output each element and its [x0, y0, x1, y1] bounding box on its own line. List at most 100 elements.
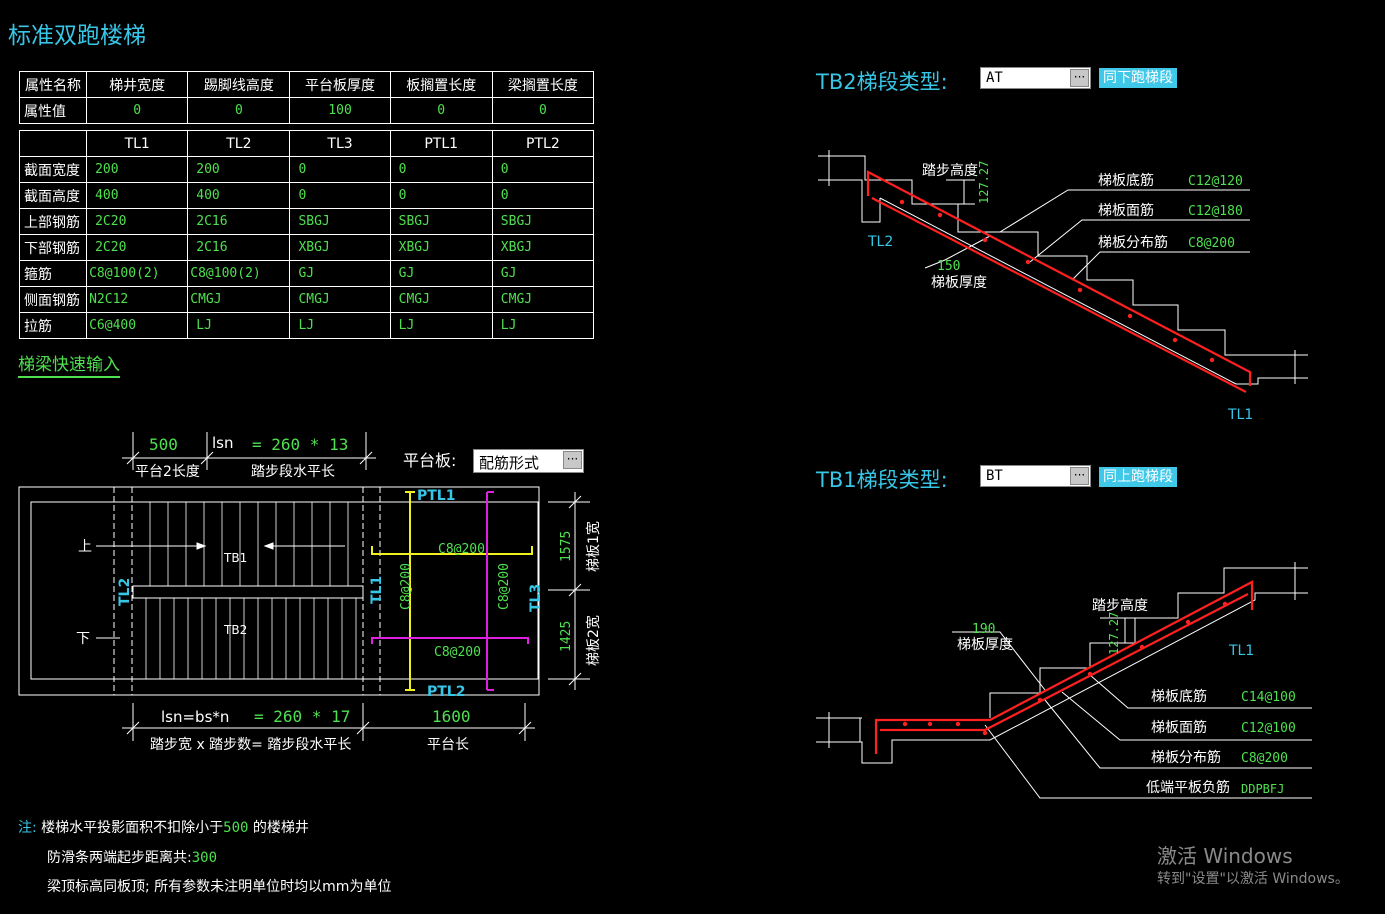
cell[interactable]: XBGJ	[491, 234, 595, 261]
beam-header-ptl2: PTL2	[491, 130, 595, 157]
cell[interactable]: LJ	[389, 312, 493, 339]
cell[interactable]: 2C16	[187, 208, 291, 235]
cell[interactable]: 200	[187, 156, 291, 183]
attr-header-board-rest-length: 板搁置长度	[389, 71, 493, 98]
cell[interactable]: SBGJ	[289, 208, 391, 235]
cell[interactable]: 0	[289, 182, 391, 209]
ellipsis-icon[interactable]: ···	[1070, 467, 1089, 485]
attr-value-beam-rest-length[interactable]: 0	[491, 97, 595, 124]
tb2-tl2-label: TL2	[867, 234, 893, 250]
tb2-type-value: AT	[986, 70, 1003, 86]
cell[interactable]: C8@100(2)	[187, 260, 291, 287]
tb1-top-bar-value: C12@100	[1241, 721, 1296, 736]
cell[interactable]: LJ	[187, 312, 291, 339]
note-line-2: 防滑条两端起步距离共:300	[47, 847, 217, 867]
rebar-v-left: C8@200	[399, 563, 414, 610]
beam-header-tl2: TL2	[187, 130, 291, 157]
table-row: 拉筋 C6@400 LJ LJ LJ LJ	[18, 312, 595, 339]
tb1-type-combo[interactable]: BT ···	[980, 465, 1091, 487]
tb1-label: TB1	[223, 551, 247, 565]
dim-1600: 1600	[432, 707, 471, 726]
note-line-2-value: 300	[191, 850, 218, 866]
cell[interactable]: XBGJ	[289, 234, 391, 261]
platform2-length-label: 平台2长度	[135, 464, 200, 480]
row-label: 拉筋	[18, 312, 88, 339]
tb1-rebar-dots	[902, 601, 1228, 736]
cell[interactable]: LJ	[289, 312, 391, 339]
table-row: 截面宽度 200 200 0 0 0	[18, 156, 595, 183]
cell[interactable]: CMGJ	[389, 286, 493, 313]
tl2-label: TL2	[117, 578, 133, 606]
beam-quick-input-link[interactable]: 梯梁快速输入	[18, 350, 120, 378]
lsn-bottom-label: lsn=bs*n	[161, 708, 229, 726]
tb2-top-bar-value: C12@180	[1188, 204, 1243, 219]
cell[interactable]: 0	[491, 156, 595, 183]
beam-header-tl3: TL3	[289, 130, 391, 157]
tb1-neg-bar-value: DDPBFJ	[1241, 782, 1284, 796]
tb1-type-label: TB1梯段类型:	[816, 468, 948, 492]
tb2-label: TB2	[223, 623, 247, 637]
tb2-rebar	[866, 170, 1252, 393]
ptl2-label: PTL2	[427, 684, 465, 700]
cell[interactable]: 0	[289, 156, 391, 183]
cell[interactable]: GJ	[289, 260, 391, 287]
tb2-bottom-bar-value: C12@120	[1188, 174, 1243, 189]
cell[interactable]: LJ	[491, 312, 595, 339]
row-label: 上部钢筋	[18, 208, 88, 235]
cell[interactable]: XBGJ	[389, 234, 493, 261]
platform-board-combo[interactable]: 配筋形式 ···	[473, 449, 584, 473]
tb2-same-as-lower-button[interactable]: 同下跑梯段	[1099, 68, 1177, 88]
tb2-type-combo[interactable]: AT ···	[980, 67, 1091, 89]
cell[interactable]: 2C20	[86, 234, 189, 261]
attr-value-board-rest-length[interactable]: 0	[389, 97, 493, 124]
ptl1-label: PTL1	[417, 488, 455, 504]
note-line-1-text-c: 的楼梯井	[248, 820, 309, 836]
attr-row-label: 属性值	[18, 97, 88, 124]
table-row: 箍筋 C8@100(2) C8@100(2) GJ GJ GJ	[18, 260, 595, 287]
cell[interactable]: C6@400	[86, 312, 189, 339]
tb2-bottom-bar-label: 梯板底筋	[1098, 172, 1154, 189]
attribute-table: 属性名称 梯井宽度 踢脚线高度 平台板厚度 板搁置长度 梁搁置长度 属性值 0 …	[18, 71, 595, 124]
tl1-label: TL1	[369, 576, 385, 604]
attr-value-skirting-height[interactable]: 0	[187, 97, 291, 124]
platform-length-label: 平台长	[427, 737, 469, 753]
cell[interactable]: GJ	[389, 260, 493, 287]
cell[interactable]: 400	[86, 182, 189, 209]
note-line-3: 梁顶标高同板顶; 所有参数未注明单位时均以mm为单位	[47, 879, 392, 895]
cell[interactable]: 0	[389, 156, 493, 183]
attr-header-well-width: 梯井宽度	[86, 71, 189, 98]
ellipsis-icon[interactable]: ···	[563, 451, 582, 469]
lsn-bottom-expr: = 260 * 17	[254, 707, 350, 726]
attr-header-beam-rest-length: 梁搁置长度	[491, 71, 595, 98]
cell[interactable]: N2C12	[86, 286, 189, 313]
attr-header-skirting-height: 踢脚线高度	[187, 71, 291, 98]
tb2-top-bar-label: 梯板面筋	[1098, 202, 1154, 219]
tb1-step-height-label: 踏步高度	[1092, 597, 1148, 614]
platform-board-value: 配筋形式	[479, 454, 540, 472]
note-line-1-text-a: 楼梯水平投影面积不扣除小于	[41, 820, 224, 836]
note-line-2-text: 防滑条两端起步距离共:	[47, 850, 192, 866]
tb2-section	[818, 150, 1308, 385]
tb1-same-as-upper-button[interactable]: 同上跑梯段	[1099, 467, 1177, 487]
beam-table: TL1 TL2 TL3 PTL1 PTL2 截面宽度 200 200 0 0 0…	[18, 130, 595, 339]
tb1-top-bar-label: 梯板面筋	[1151, 719, 1207, 736]
cell[interactable]: 2C20	[86, 208, 189, 235]
note-line-1-value: 500	[223, 820, 249, 836]
ellipsis-icon[interactable]: ···	[1070, 69, 1089, 87]
cell[interactable]: 0	[491, 182, 595, 209]
attr-value-well-width[interactable]: 0	[86, 97, 189, 124]
platform-rebar	[371, 491, 533, 691]
cell[interactable]: 0	[389, 182, 493, 209]
tb2-type-label: TB2梯段类型:	[816, 70, 948, 94]
tb2-rebar-dots	[899, 199, 1215, 363]
tb1-type-value: BT	[986, 468, 1003, 484]
tb2-tl1-label: TL1	[1227, 407, 1253, 423]
tb1-bottom-bar-label: 梯板底筋	[1151, 688, 1207, 705]
dim-500: 500	[149, 435, 178, 454]
dim-1425: 1425	[559, 621, 574, 652]
stair-plan	[18, 432, 590, 741]
tb2-dist-bar-value: C8@200	[1188, 236, 1235, 251]
cell[interactable]: SBGJ	[389, 208, 493, 235]
attr-value-platform-thickness[interactable]: 100	[289, 97, 391, 124]
tb1-step-height-value: 127.27	[1107, 612, 1121, 655]
